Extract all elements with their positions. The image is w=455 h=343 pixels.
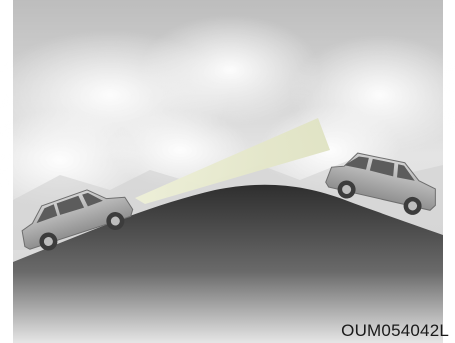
figure-code-label: OUM054042L [341,321,449,341]
